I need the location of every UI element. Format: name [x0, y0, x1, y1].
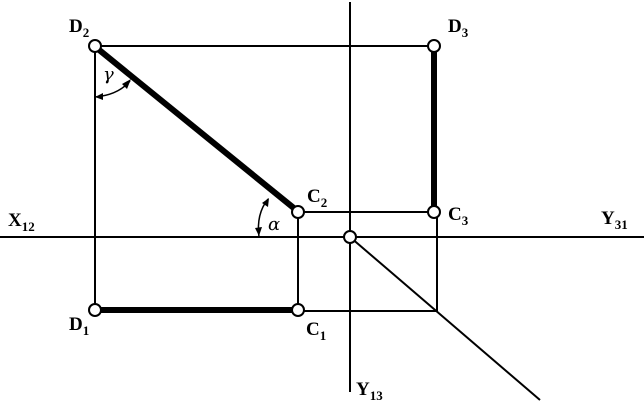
label-c2: C2: [307, 186, 327, 210]
label-angle-alpha: α: [268, 214, 280, 235]
label-angle-gamma: γ: [103, 64, 114, 85]
angle-gamma-arrow-left: [95, 93, 103, 100]
label-d3: D3: [448, 16, 469, 40]
point-c2: [291, 205, 305, 219]
label-c1: C1: [306, 319, 326, 343]
label-axis-x12: X12: [8, 210, 35, 234]
point-origin: [343, 230, 357, 244]
segment-d2-c2: [96, 46, 297, 212]
point-c3: [427, 205, 441, 219]
point-d3: [427, 39, 441, 53]
angle-gamma-arrow-right: [122, 79, 131, 89]
label-c3: C3: [448, 204, 469, 228]
label-axis-y13: Y13: [356, 379, 383, 403]
label-d1: D1: [69, 314, 89, 338]
angle-alpha-arrow-bottom: [255, 227, 262, 236]
label-d2: D2: [69, 16, 89, 40]
angle-alpha-arrow-top: [262, 198, 269, 207]
point-c1: [291, 303, 305, 317]
point-d2: [88, 39, 102, 53]
constant-line: [349, 236, 541, 401]
point-d1: [88, 303, 102, 317]
label-axis-y31: Y31: [601, 208, 628, 232]
